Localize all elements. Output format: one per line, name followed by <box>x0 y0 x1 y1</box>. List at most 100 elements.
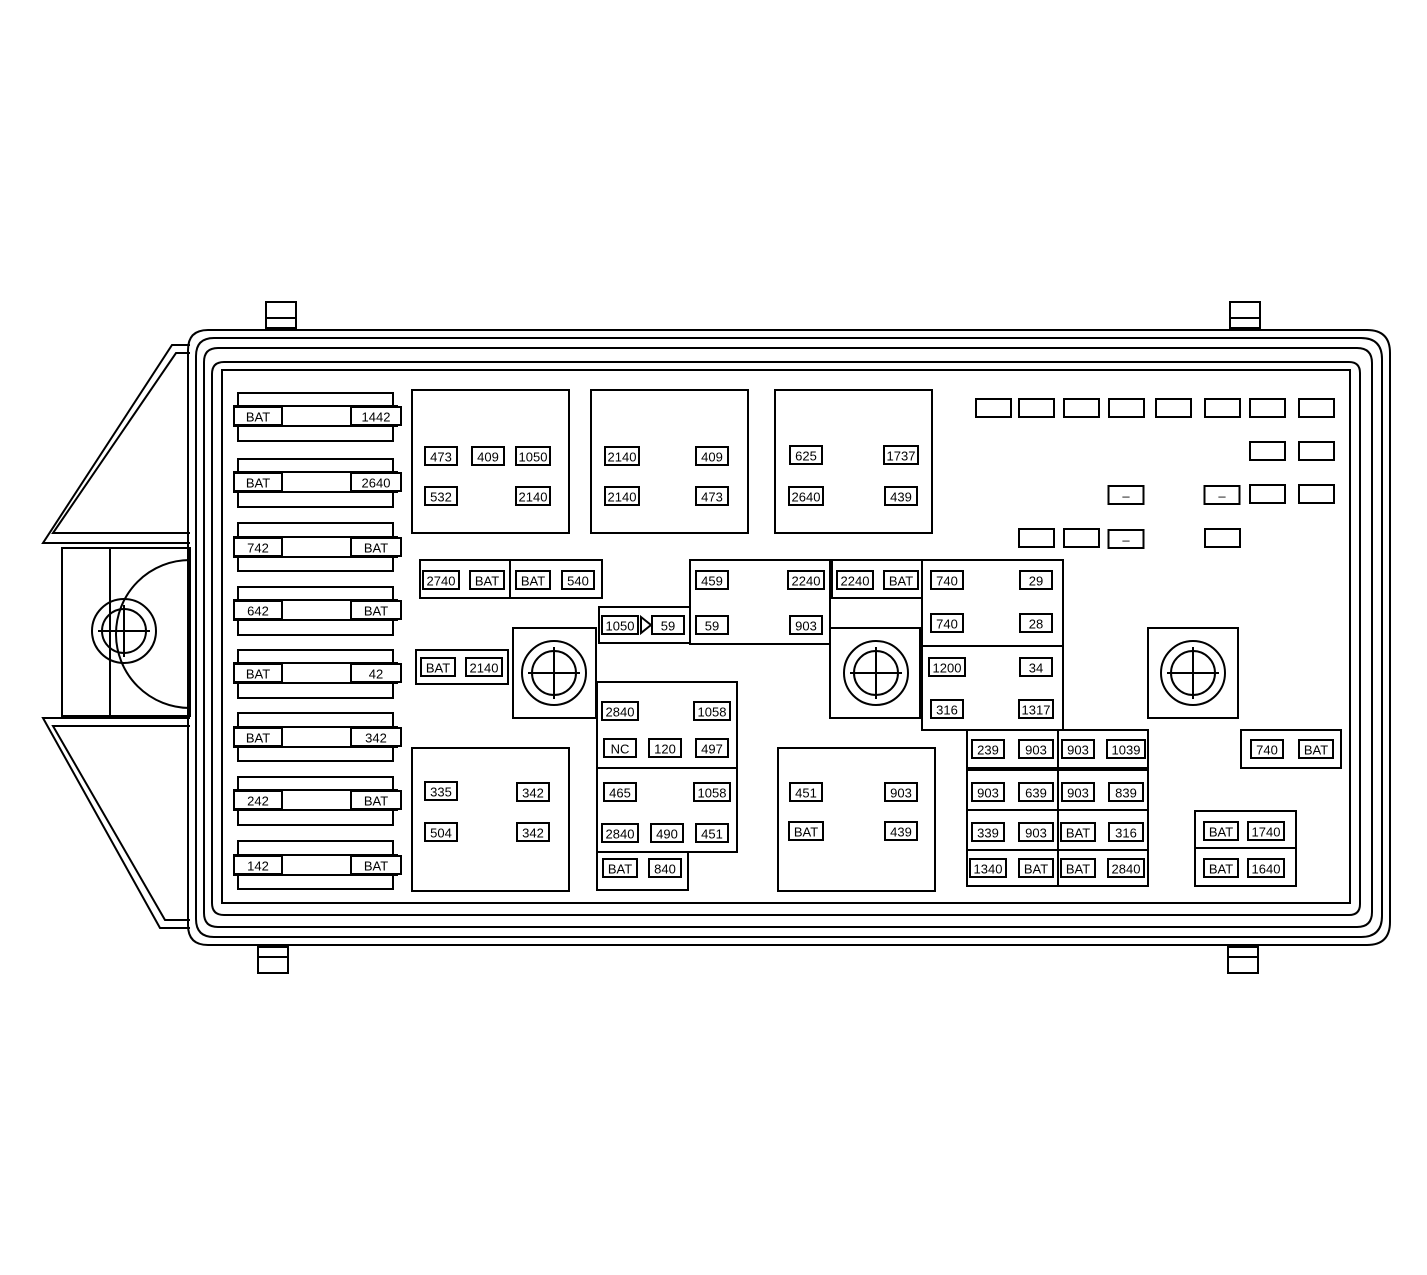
relay-terminal: 1200 <box>928 657 966 677</box>
terminal-tag-label: BAT <box>1304 743 1328 758</box>
terminal-tag-label: BAT <box>246 731 270 746</box>
terminal-tag-label: 1317 <box>1022 703 1051 718</box>
relay-terminal: 2840 <box>601 701 639 721</box>
terminal-tag-label: 2240 <box>841 574 870 589</box>
relay-terminal: 29 <box>1019 570 1053 590</box>
fuse-terminal: 1640 <box>1247 858 1285 878</box>
terminal-tag-label: 1050 <box>519 450 548 465</box>
minifuse-terminal: 239 <box>971 739 1005 759</box>
fuse-right-label: BAT <box>350 537 402 557</box>
fuse-terminal: BAT <box>1203 858 1239 878</box>
minifuse-terminal: 903 <box>1018 739 1054 759</box>
relay-terminal: 59 <box>695 615 729 635</box>
relay-terminal: 903 <box>789 615 823 635</box>
spare-slot-dash: – <box>1107 529 1145 549</box>
terminal-tag-label: 459 <box>701 574 723 589</box>
relay-terminal: 2140 <box>604 446 640 466</box>
minifuse-terminal: 339 <box>971 822 1005 842</box>
relay-terminal: 28 <box>1019 613 1053 633</box>
terminal-tag-label: 2140 <box>608 490 637 505</box>
terminal-tag-label: 342 <box>365 731 387 746</box>
fuse-right-label: 342 <box>350 727 402 747</box>
minifuse-terminal: BAT <box>1060 858 1096 878</box>
relay-terminal: 504 <box>424 822 458 842</box>
relay-terminal: 740 <box>930 570 964 590</box>
terminal-tag-label: 59 <box>705 619 719 634</box>
terminal-tag-label: 839 <box>1115 786 1137 801</box>
terminal-tag-label: 2840 <box>606 705 635 720</box>
spare-slot-dash: – <box>1107 485 1145 505</box>
terminal-tag-label: 239 <box>977 743 999 758</box>
terminal-tag-label: 465 <box>609 786 631 801</box>
relay-terminal: 903 <box>884 782 918 802</box>
terminal-tag-label: NC <box>611 742 630 757</box>
terminal-tag-label: – <box>1218 489 1226 504</box>
terminal-tag-label: 29 <box>1029 574 1043 589</box>
terminal-tag-label: BAT <box>521 574 545 589</box>
left-fuse-column <box>233 392 398 890</box>
terminal-tag-label: 2140 <box>608 450 637 465</box>
terminal-tag-label: 42 <box>369 667 383 682</box>
terminal-tag-label: 2840 <box>606 827 635 842</box>
relay-terminal: 120 <box>648 738 682 758</box>
terminal-tag-label: 473 <box>430 450 452 465</box>
terminal-tag-label: 1039 <box>1112 743 1141 758</box>
terminal-tag-label: 2640 <box>362 476 391 491</box>
terminal-tag-label: 335 <box>430 785 452 800</box>
terminal-tag-label: 2140 <box>470 661 499 676</box>
terminal-tag-label: 840 <box>654 862 676 877</box>
terminal-tag-label: BAT <box>608 862 632 877</box>
fuse-right-label: BAT <box>350 790 402 810</box>
terminal-tag-label: BAT <box>1066 862 1090 877</box>
fuse-right-label: BAT <box>350 855 402 875</box>
relay-terminal: 409 <box>695 446 729 466</box>
minifuse-terminal: BAT <box>1018 858 1054 878</box>
fuse-left-label: 742 <box>233 537 283 557</box>
stud-terminals <box>512 627 1239 719</box>
fuse-terminal: 540 <box>561 570 595 590</box>
minifuse-terminal: 2840 <box>1107 858 1145 878</box>
fuse-terminal: 2240 <box>836 570 874 590</box>
relay-terminal: 459 <box>695 570 729 590</box>
relay-terminal: 2140 <box>515 486 551 506</box>
relay-terminal: 1737 <box>883 445 919 465</box>
relay-terminal: 2640 <box>788 486 824 506</box>
terminal-tag-label: 625 <box>795 449 817 464</box>
terminal-tag-label: 1442 <box>362 410 391 425</box>
terminal-tag-label: – <box>1122 533 1130 548</box>
spare-slot-dash: – <box>1203 485 1241 505</box>
fuse-terminal: 2140 <box>465 657 503 677</box>
minifuse-terminal: 903 <box>1018 822 1054 842</box>
terminal-tag-label: 903 <box>795 619 817 634</box>
relay-terminal: 625 <box>789 445 823 465</box>
terminal-tag-label: 342 <box>522 786 544 801</box>
relay-outlines <box>411 389 1342 892</box>
diode-terminal: 59 <box>651 615 685 635</box>
terminal-tag-label: 903 <box>1067 743 1089 758</box>
fuse-terminal: BAT <box>469 570 505 590</box>
terminal-tag-label: 903 <box>1067 786 1089 801</box>
fuse-terminal: 740 <box>1250 739 1284 759</box>
relay-terminal: 342 <box>516 822 550 842</box>
stud-terminal-left <box>91 598 157 664</box>
relay-terminal: 1058 <box>693 701 731 721</box>
terminal-tag-label: 740 <box>1256 743 1278 758</box>
terminal-tag-label: 451 <box>795 786 817 801</box>
terminal-tag-label: 1740 <box>1252 825 1281 840</box>
relay-terminal: 439 <box>884 821 918 841</box>
terminal-tag-label: BAT <box>1024 862 1048 877</box>
mounting-tabs <box>257 301 1261 974</box>
left-bracket <box>41 344 191 929</box>
terminal-tag-label: 439 <box>890 825 912 840</box>
relay-terminal: 439 <box>884 486 918 506</box>
terminal-tag-label: 439 <box>890 490 912 505</box>
terminal-tag-label: 242 <box>247 794 269 809</box>
terminal-tag-label: 740 <box>936 574 958 589</box>
terminal-tag-label: BAT <box>246 410 270 425</box>
terminal-tag-label: BAT <box>364 604 388 619</box>
minifuse-terminal: 903 <box>1061 739 1095 759</box>
terminal-tag-label: 316 <box>936 703 958 718</box>
fuse-terminal: BAT <box>1203 821 1239 841</box>
terminal-tag-label: 2640 <box>792 490 821 505</box>
